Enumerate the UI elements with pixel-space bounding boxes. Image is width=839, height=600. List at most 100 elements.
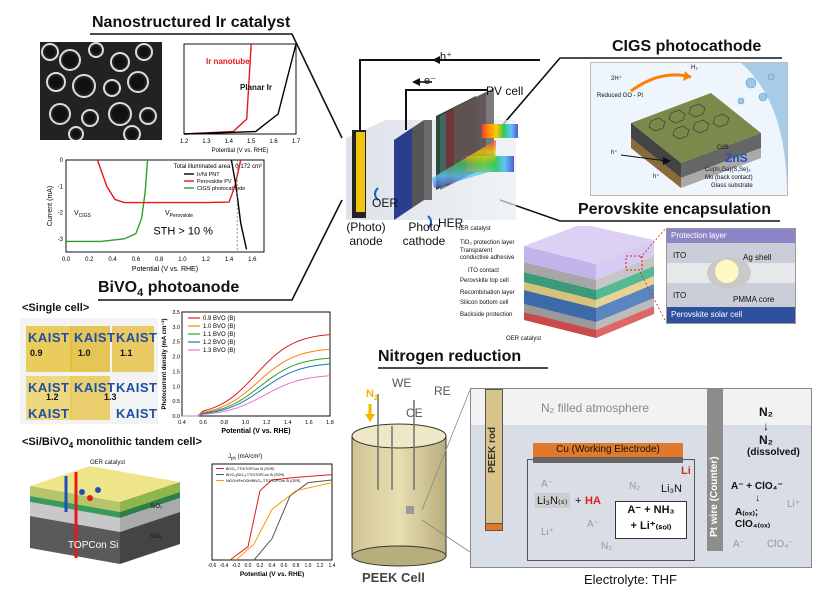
ir-series-label-planar: Planar Ir (240, 83, 272, 92)
jv-irni-curve (230, 159, 248, 250)
cigs-label-h-plus-2: h⁺ (653, 174, 660, 180)
bvo-label-11: 1.1 (120, 348, 133, 358)
bvo-plot-frame (181, 311, 331, 417)
tandem-tick-x: 0.0 (245, 563, 252, 569)
sem-pore-core (92, 46, 100, 54)
sem-pore (139, 107, 157, 125)
bvo-tick-y: 1.5 (172, 369, 180, 375)
bvo-tick-y: 3.0 (172, 325, 180, 331)
jv-tick-x: 0.2 (85, 257, 94, 263)
cigs-label-rgo: Reduced GO - Pt (597, 93, 644, 99)
kaist-logo-6: KAIST (116, 380, 158, 395)
plus-label: + (575, 495, 582, 507)
tandem-label-sio2-2: SiO₂ (150, 534, 163, 540)
section-title-ir: Nanostructured Ir catalyst (92, 14, 291, 31)
ir-tick-x: 1.5 (247, 139, 256, 145)
bvo-tick-y: 0.0 (172, 414, 180, 420)
cigs-label-mo: Mo (back contact) (705, 175, 753, 181)
peek-cell-label: PEEK Cell (362, 570, 425, 585)
cigs-label-zns: ZnS (725, 151, 748, 165)
kaist-logo-2: KAIST (74, 330, 116, 345)
tandem-tick-x: -0.6 (208, 563, 217, 569)
bvo-xlabel: Potential (V vs. RHE) (221, 428, 290, 435)
tandem-series-line (253, 479, 333, 561)
ir-tick-x: 1.4 (225, 139, 234, 145)
sem-pore-core (114, 56, 126, 68)
kaist-logo-4: KAIST (28, 380, 70, 395)
jv-v-cigs-label: VCIGS (74, 210, 92, 219)
pv-cell-label: PV cell (486, 84, 524, 98)
jv-legend-label: Ir/Ni PNT (197, 172, 220, 178)
tandem-title: <Si/BiVO4 monolithic tandem cell> (22, 436, 202, 451)
li-plus-label-2: Li⁺ (787, 499, 801, 510)
clo4-arrow: ↓ (755, 493, 760, 504)
bvo-tick-x: 0.8 (220, 420, 228, 426)
jv-sth-label: STH > 10 % (153, 225, 213, 237)
bvo-tick-x: 1.2 (263, 420, 271, 426)
bvo-tick-x: 1.6 (305, 420, 313, 426)
oer-label: OER (372, 196, 399, 210)
zoom-ito-bottom: ITO (673, 291, 687, 300)
ir-tick-x: 1.2 (180, 139, 189, 145)
sem-pore-core (112, 106, 128, 122)
tandem-tick-x: 0.4 (269, 563, 276, 569)
jv-tick-x: 1.4 (225, 257, 234, 263)
bvo-tick-x: 1.8 (326, 420, 334, 426)
kaist-logo-3: KAIST (116, 330, 158, 345)
bvo-tick-y: 1.0 (172, 384, 180, 390)
cigs-label-glass: Glass substrate (711, 183, 753, 189)
bvo-tick-y: 2.0 (172, 355, 180, 361)
tandem-label-topcon: TOPCon Si (68, 540, 119, 551)
section-title-nitrogen: Nitrogen reduction (378, 348, 522, 365)
bvo-label-10: 1.0 (78, 348, 91, 358)
sem-pore (81, 109, 99, 127)
tandem-tick-x: 1.2 (317, 563, 324, 569)
cigs-label-2h: 2H⁺ (611, 76, 622, 82)
n2-top-label: N₂ (759, 405, 773, 419)
a-minus-label-3: A⁻ (733, 539, 745, 550)
sem-pore (72, 74, 96, 98)
ir-tick-x: 1.3 (202, 139, 211, 145)
tandem-ylabel: Jph (mA/cm²) (228, 454, 262, 461)
pt-wire-label: Pt wire (Counter) (709, 456, 720, 537)
jv-v-perovskite-label: VPerovskite (165, 210, 193, 219)
atmosphere-label: N₂ filled atmosphere (541, 401, 650, 415)
tandem-tick-x: 0.2 (257, 563, 264, 569)
sem-pore-core (85, 113, 95, 123)
bvo-label-13: 1.3 (104, 392, 117, 402)
tandem-legend-label: BiVO₄-TTO/TOPCon Si (SOR) (226, 467, 274, 471)
re-label: RE (434, 384, 451, 398)
tandem-legend-label: NiOOH/FeOOH/BiVO₄-TTO/TOPCon Si (OER) (226, 479, 300, 483)
bvo-label-12: 1.2 (46, 392, 59, 402)
zoom-ag-shell: Ag shell (743, 253, 772, 262)
sem-image (40, 42, 162, 140)
jv-tick-x: 1.0 (178, 257, 187, 263)
tandem-xlabel: Potential (V vs. RHE) (240, 571, 304, 578)
ha-label: HA (585, 495, 601, 507)
sem-pore (127, 71, 149, 93)
tandem-tick-x: 0.6 (281, 563, 288, 569)
kaist-logo-1: KAIST (28, 330, 70, 345)
clo4-reactant: A⁻ + ClO₄⁻ (731, 481, 783, 492)
tandem-series-line (229, 474, 333, 561)
sem-pore (135, 43, 153, 61)
a-minus-label-2: A⁻ (587, 519, 599, 530)
jv-xlabel: Potential (V vs. RHE) (132, 266, 198, 273)
sem-pore (123, 125, 141, 140)
kaist-logo-8: KAIST (116, 406, 158, 421)
tandem-tick-x: -0.4 (220, 563, 229, 569)
sem-pore (88, 42, 104, 58)
kaist-logo-5: KAIST (74, 380, 116, 395)
ir-xlabel: Potential (V vs. RHE) (212, 148, 269, 154)
n2-arrow: ↓ (763, 419, 769, 433)
bvo-tick-x: 1.0 (242, 420, 250, 426)
single-cell-title: <Single cell> (22, 302, 90, 314)
sem-pore-core (131, 75, 145, 89)
cigs-label-h2: H₂ (691, 65, 698, 71)
tandem-plot-frame (211, 463, 333, 561)
li3n-label: Li₃N (661, 483, 682, 495)
tandem-tick-x: 0.8 (293, 563, 300, 569)
bvo-series-line (182, 348, 331, 417)
zoom-pmma-core: PMMA core (733, 295, 775, 304)
